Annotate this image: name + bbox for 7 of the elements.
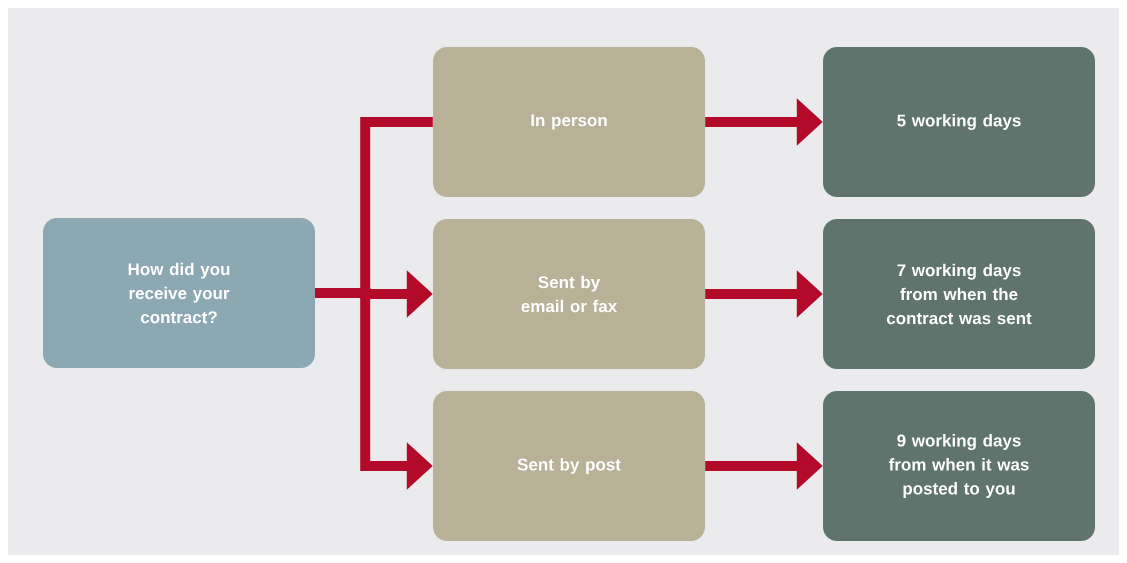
result-box: 5 working days bbox=[823, 47, 1095, 197]
result-box: 7 working days from when the contract was sent bbox=[823, 219, 1095, 369]
answer-box: Sent by email or fax bbox=[433, 219, 705, 369]
answer-box: Sent by post bbox=[433, 391, 705, 541]
answer-box: In person bbox=[433, 47, 705, 197]
result-box: 9 working days from when it was posted to you bbox=[823, 391, 1095, 541]
question-box: How did you receive your contract? bbox=[43, 218, 315, 368]
